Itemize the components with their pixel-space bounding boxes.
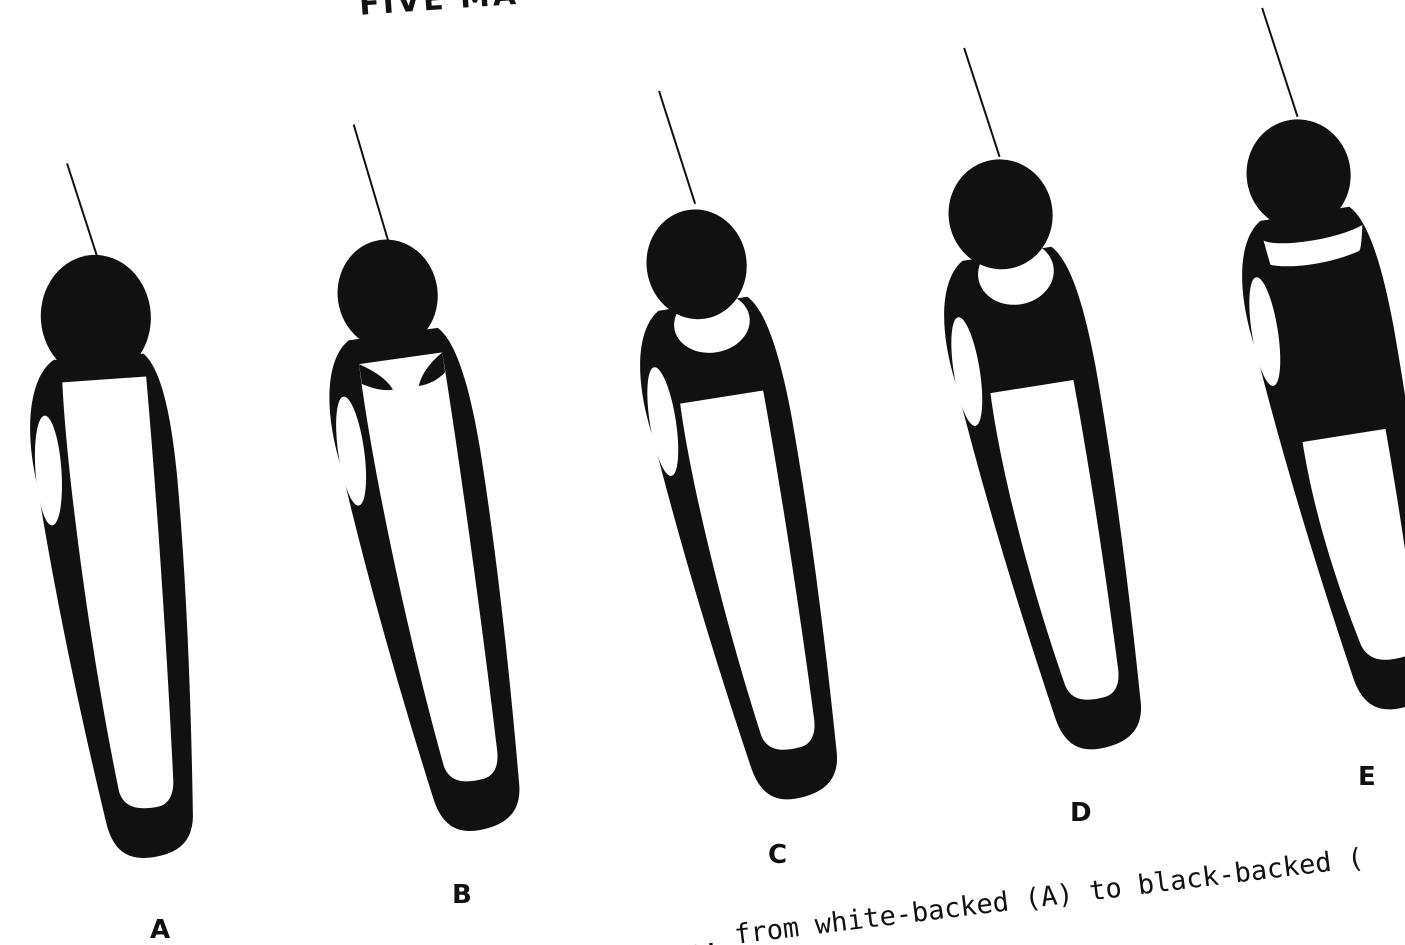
label-a: A bbox=[150, 915, 170, 945]
spike-line bbox=[1262, 5, 1297, 119]
wing-right bbox=[176, 383, 224, 496]
pattern-c bbox=[596, 71, 896, 812]
label-d: D bbox=[1070, 798, 1092, 828]
label-c: C bbox=[768, 840, 787, 870]
spike-line bbox=[659, 88, 695, 206]
wing-right bbox=[472, 354, 527, 467]
spike-line bbox=[67, 162, 100, 269]
label-b: B bbox=[452, 880, 472, 910]
spike-line bbox=[354, 122, 389, 243]
pattern-d bbox=[901, 28, 1200, 762]
pattern-b bbox=[290, 107, 577, 843]
spike-line bbox=[964, 45, 999, 159]
pattern-a bbox=[11, 154, 249, 864]
label-e: E bbox=[1358, 762, 1376, 792]
pattern-e bbox=[1199, 0, 1405, 722]
